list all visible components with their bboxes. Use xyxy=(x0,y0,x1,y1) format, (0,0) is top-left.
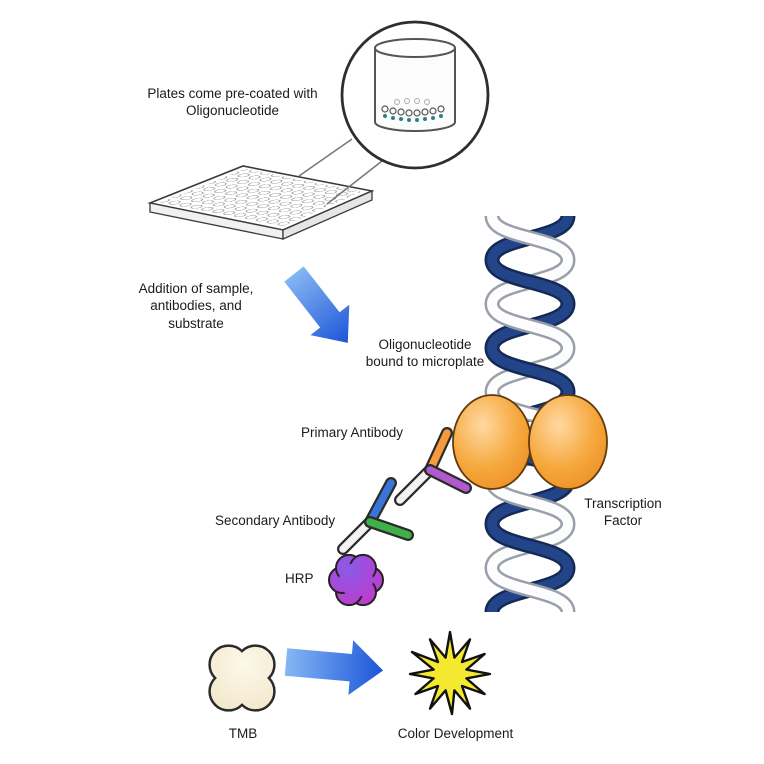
tmb-label: TMB xyxy=(228,726,258,741)
transcription-factor-label-line: Factor xyxy=(603,513,643,529)
oligonucleotides xyxy=(381,98,445,122)
transcription-factor-left-lobe xyxy=(452,394,532,490)
transcription-factor-label: Transcription Factor xyxy=(577,495,669,530)
hrp-label: HRP xyxy=(285,571,314,586)
addition-label-line: substrate xyxy=(168,315,224,331)
tmb-shape xyxy=(208,644,276,712)
plate-label-line: Plates come pre-coated with xyxy=(147,86,318,101)
color-development-label: Color Development xyxy=(397,726,514,741)
oligo-bound-label: Oligonucleotide bound to microplate xyxy=(350,336,500,371)
primary-antibody-shape xyxy=(394,427,472,506)
secondary-antibody-shape xyxy=(337,477,414,555)
magnifier-connector-lines xyxy=(298,138,383,205)
addition-label-line: Addition of sample, xyxy=(138,281,254,296)
oligo-bound-label-line: Oligonucleotide xyxy=(378,337,472,352)
color-burst xyxy=(408,630,492,716)
magnifier xyxy=(340,20,490,170)
secondary-antibody-label: Secondary Antibody xyxy=(215,513,336,528)
well-cylinder xyxy=(374,38,456,132)
arrow-reaction xyxy=(283,634,386,698)
microplate xyxy=(147,165,375,240)
oligo-bound-label-line: bound to microplate xyxy=(365,354,485,370)
plate-label: Plates come pre-coated with Oligonucleot… xyxy=(130,85,335,120)
hrp-shape xyxy=(328,553,384,607)
addition-label-line: antibodies, and xyxy=(150,298,242,314)
transcription-factor xyxy=(452,394,608,490)
addition-label: Addition of sample, antibodies, and subs… xyxy=(120,280,272,332)
well-grid xyxy=(160,168,362,227)
primary-antibody-label: Primary Antibody xyxy=(301,425,404,440)
plate-label-line: Oligonucleotide xyxy=(185,103,280,119)
transcription-factor-label-line: Transcription xyxy=(584,496,662,511)
transcription-factor-right-lobe xyxy=(528,394,608,490)
